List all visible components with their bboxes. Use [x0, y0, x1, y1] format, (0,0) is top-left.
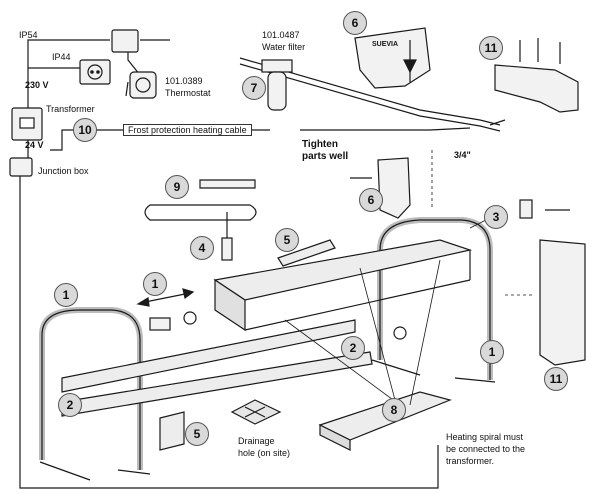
junction-box-label: Junction box [38, 166, 89, 176]
callout-6-top: 6 [343, 11, 367, 35]
callout-11-top: 11 [479, 36, 503, 60]
callout-1-arrow: 1 [143, 272, 167, 296]
drainage-label: Drainage [238, 436, 275, 446]
valve-mount [350, 157, 411, 219]
callout-9: 9 [165, 175, 189, 199]
ip44-label: IP44 [52, 52, 71, 62]
voltage-230-label: 230 V [25, 80, 49, 90]
left-frame [39, 307, 151, 481]
callout-6-mid: 6 [359, 188, 383, 212]
thermal-probe [221, 212, 233, 261]
callout-1-right: 1 [480, 340, 504, 364]
pipe-size-label: 3/4" [454, 150, 471, 160]
bolt-set [149, 199, 570, 340]
frost-cable-label: Frost protection heating cable [123, 124, 252, 136]
wall-bracket [489, 38, 579, 126]
tank-brand-label: SUEVIA [372, 41, 399, 48]
parts-well-label: parts well [302, 151, 349, 162]
callout-10: 10 [73, 118, 97, 142]
level-tool [277, 239, 336, 267]
heating-pipe [239, 57, 501, 132]
water-filter-label: Water filter [262, 42, 306, 52]
water-tank [354, 27, 431, 89]
callout-1-left: 1 [54, 283, 78, 307]
callout-3: 3 [484, 205, 508, 229]
tighten-label: Tighten [302, 139, 338, 150]
drainage-hole-icon [230, 399, 282, 425]
callout-5-upper: 5 [275, 228, 299, 252]
water-filter [261, 59, 293, 111]
callout-2-lower: 2 [58, 393, 82, 417]
thermostat-device [125, 71, 157, 99]
cross-brace [61, 319, 373, 417]
callout-4: 4 [190, 236, 214, 260]
trough [213, 239, 473, 332]
callout-8: 8 [382, 398, 406, 422]
thermostat-label: Thermostat [165, 88, 211, 98]
side-bracket [539, 239, 586, 366]
right-frame [371, 217, 496, 383]
callout-5-lower: 5 [185, 422, 209, 446]
transformer-label: Transformer [46, 104, 95, 114]
spiral-note-line1: Heating spiral must [446, 432, 524, 442]
spiral-note-line3: transformer. [446, 456, 495, 466]
heating-spiral [144, 179, 257, 221]
ip44-outlet [79, 59, 111, 85]
drainage-hole-label: hole (on site) [238, 448, 291, 458]
ip54-label: IP54 [19, 30, 38, 40]
callout-7: 7 [242, 76, 266, 100]
move-arrows [136, 288, 195, 307]
transformer-box [11, 107, 43, 141]
thermostat-code-label: 101.0389 [165, 76, 203, 86]
filter-code-label: 101.0487 [262, 30, 300, 40]
voltage-24-label: 24 V [25, 140, 44, 150]
mounting-block [159, 411, 185, 451]
spiral-note-line2: be connected to the [446, 444, 526, 454]
callout-11-bottom: 11 [544, 367, 568, 391]
ip54-junction [111, 29, 139, 53]
callout-2-upper: 2 [341, 336, 365, 360]
junction-box [9, 157, 33, 177]
